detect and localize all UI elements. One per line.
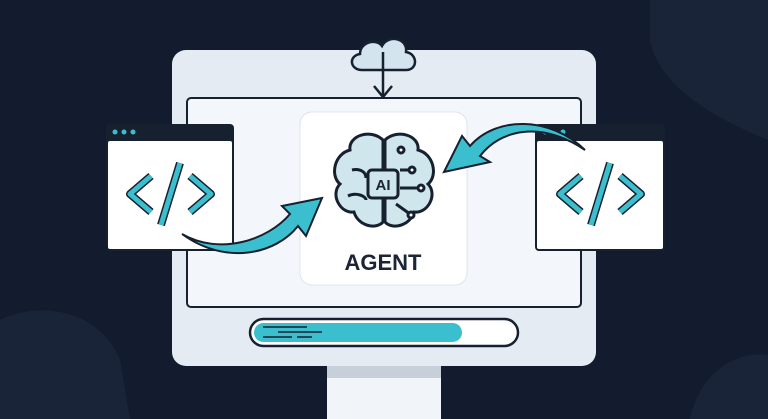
background-blob bbox=[0, 310, 130, 419]
progress-bar bbox=[248, 317, 520, 348]
cloud-download-icon bbox=[350, 37, 417, 99]
brain-icon bbox=[333, 132, 435, 228]
arrow-icon bbox=[181, 196, 324, 255]
agent-title: AGENT bbox=[345, 250, 423, 275]
code-window-right bbox=[535, 124, 665, 251]
ai-chip-label: AI bbox=[376, 177, 391, 194]
code-window-left bbox=[106, 124, 234, 251]
code-icon bbox=[557, 162, 644, 226]
background-blob bbox=[690, 354, 768, 419]
background-blob bbox=[650, 0, 768, 140]
arrow-icon bbox=[442, 123, 586, 174]
